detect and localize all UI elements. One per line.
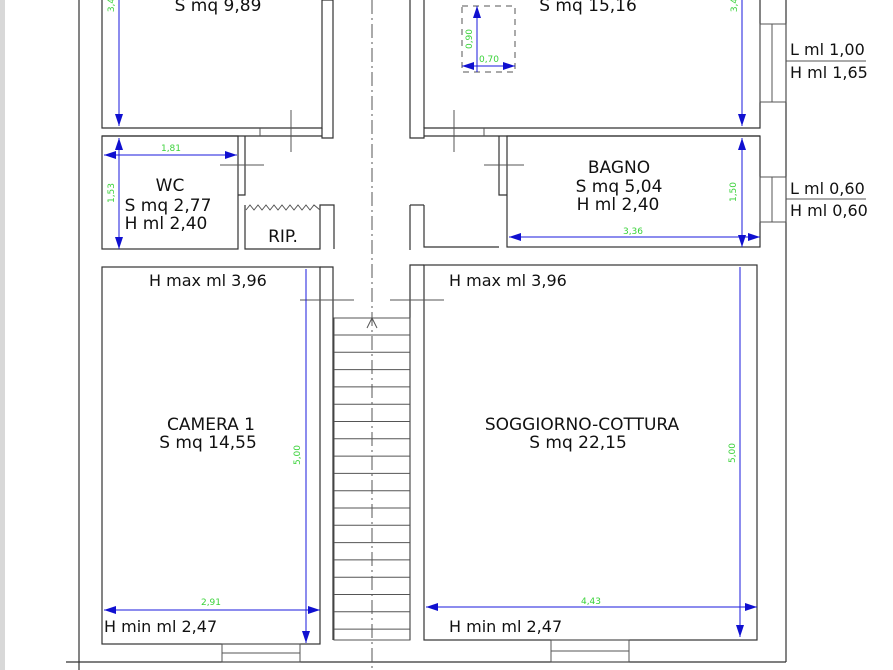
wc-area: S mq 2,77 — [125, 196, 212, 216]
bagno-height: H ml 2,40 — [577, 195, 660, 215]
dim-wc-width: 1,81 — [161, 144, 181, 154]
camera-area: S mq 14,55 — [159, 433, 257, 453]
dim-camera-width: 2,91 — [201, 598, 221, 608]
room-camera-1 — [101, 266, 354, 663]
wc-height: H ml 2,40 — [125, 214, 208, 234]
dim-soggiorno-height: 5,00 — [728, 443, 738, 463]
dim-fixture-width: 0,70 — [479, 55, 499, 65]
dim-soggiorno-width: 4,43 — [581, 597, 601, 607]
dim-top-right-height: 3,4 — [730, 0, 740, 12]
staircase — [333, 317, 411, 641]
top-left-area: S mq 9,89 — [175, 0, 262, 16]
shower-fixture — [461, 5, 516, 73]
soggiorno-h-min: H min ml 2,47 — [449, 617, 562, 636]
dimension-arrows — [104, 6, 760, 643]
window-2-height: H ml 0,60 — [790, 201, 868, 220]
dim-bagno-height: 1,50 — [729, 182, 739, 202]
window-1-width: L ml 1,00 — [790, 40, 865, 59]
dim-fixture-height: 0,90 — [465, 29, 475, 49]
top-right-area: S mq 15,16 — [539, 0, 637, 16]
dim-bagno-width: 3,36 — [623, 227, 643, 237]
outer-walls — [66, 0, 787, 670]
camera-h-max: H max ml 3,96 — [149, 271, 267, 290]
soggiorno-area: S mq 22,15 — [529, 433, 627, 453]
rip-name: RIP. — [268, 227, 298, 247]
soggiorno-name: SOGGIORNO-COTTURA — [485, 415, 680, 435]
page-edge — [0, 0, 5, 670]
wc-name: WC — [156, 176, 185, 196]
window-2-width: L ml 0,60 — [790, 179, 865, 198]
soggiorno-h-max: H max ml 3,96 — [449, 271, 567, 290]
room-soggiorno — [390, 264, 758, 663]
room-wc — [101, 135, 264, 250]
dimension-lines — [104, 0, 760, 643]
window-1 — [759, 23, 787, 103]
camera-name: CAMERA 1 — [167, 415, 255, 435]
room-top-right — [409, 0, 761, 152]
camera-h-min: H min ml 2,47 — [104, 617, 217, 636]
stair-arrow-icon — [366, 316, 378, 329]
dim-top-left-height: 3,4 — [107, 0, 117, 12]
room-rip — [244, 204, 335, 250]
dim-wc-height: 1,53 — [107, 183, 117, 203]
bagno-name: BAGNO — [588, 158, 650, 178]
window-2 — [759, 176, 787, 223]
bagno-area: S mq 5,04 — [576, 177, 663, 197]
dim-camera-height: 5,00 — [293, 445, 303, 465]
window-1-height: H ml 1,65 — [790, 63, 868, 82]
room-top-left — [101, 0, 334, 152]
